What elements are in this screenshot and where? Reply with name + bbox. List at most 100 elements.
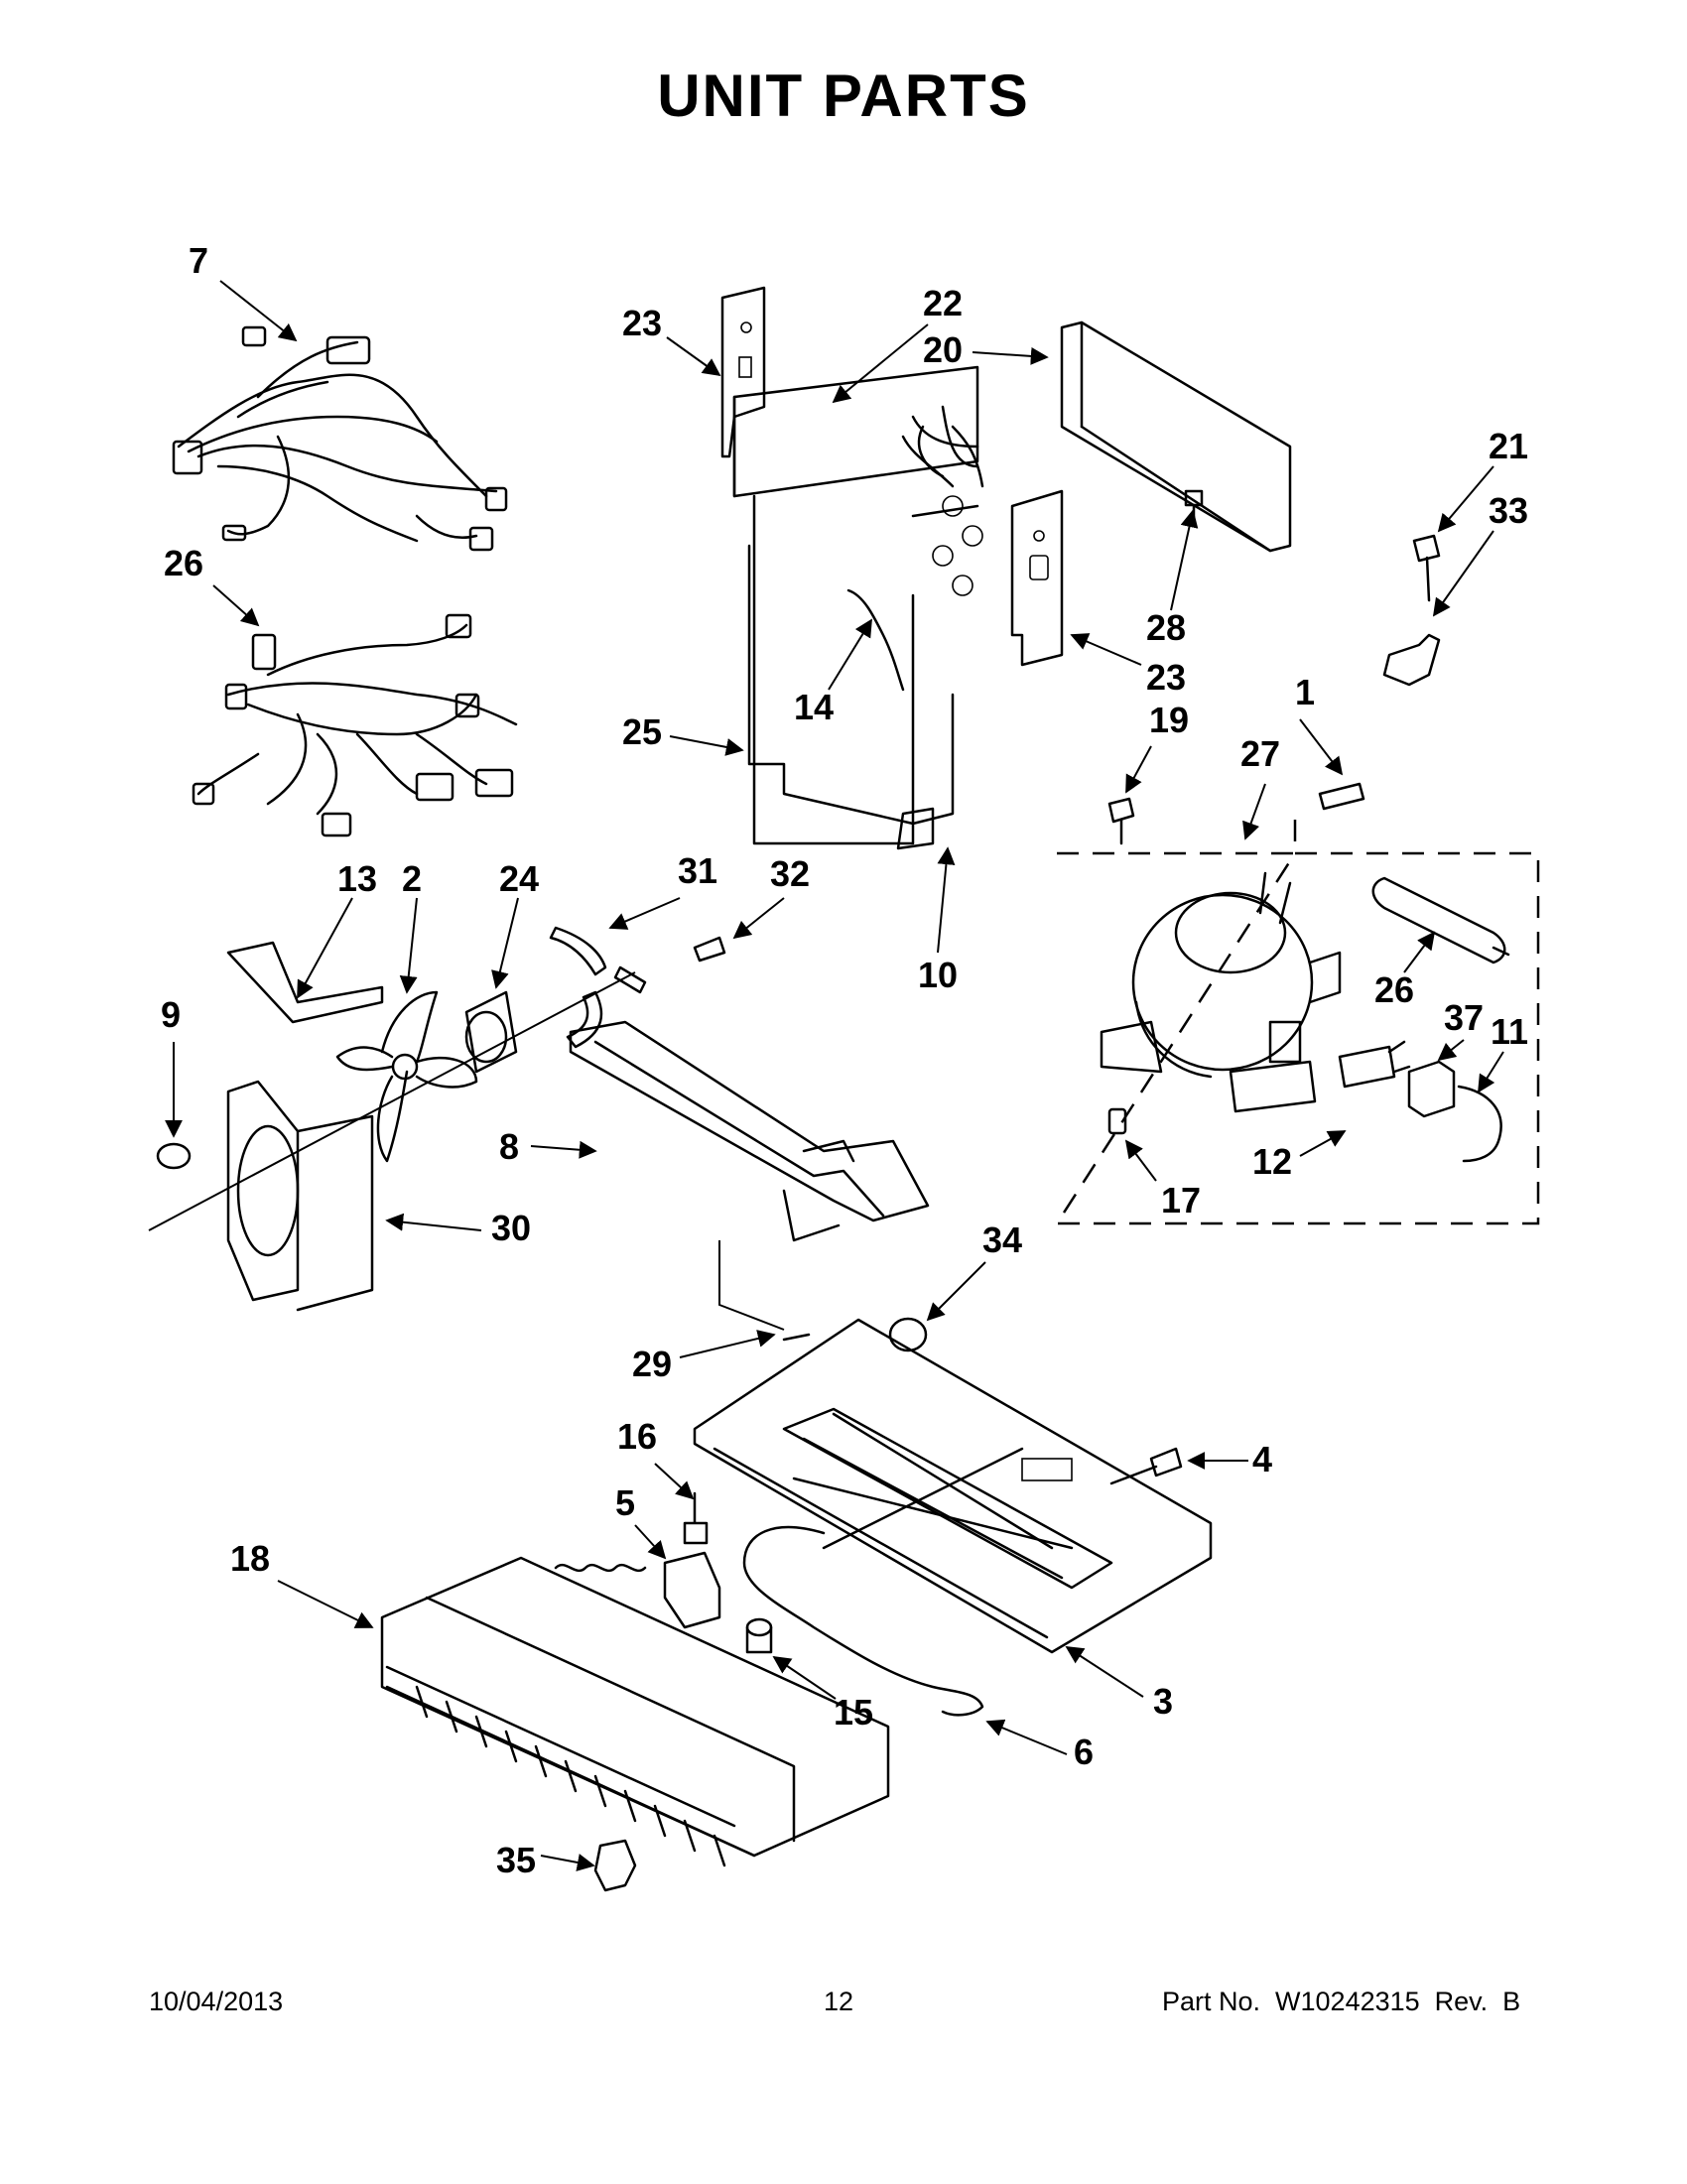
callout-label-1: 1 xyxy=(1295,672,1315,712)
clip-34 xyxy=(1382,633,1441,687)
evaporator-tube-25 xyxy=(747,544,955,826)
callout-label-32: 31 xyxy=(678,850,717,891)
callout-label-36: 35 xyxy=(496,1840,536,1880)
callout-label-37: 37 xyxy=(1444,997,1484,1038)
callout-label-15: 15 xyxy=(834,1692,873,1733)
callout-23-left: 23 xyxy=(622,303,721,377)
callout-19: 19 xyxy=(1125,700,1189,794)
callout-14: 14 xyxy=(794,618,872,727)
bumper-9 xyxy=(156,1142,192,1170)
callout-label-7: 7 xyxy=(189,240,208,281)
screw-19 xyxy=(1107,797,1135,845)
callout-label-27: 26 xyxy=(1374,969,1414,1010)
callout-label-21: 21 xyxy=(1489,426,1528,466)
cord-11 xyxy=(1457,1085,1502,1163)
callout-33: 32 xyxy=(732,853,810,940)
drain-tube-10 xyxy=(896,807,935,850)
callout-32: 31 xyxy=(608,850,717,930)
screw-1 xyxy=(1318,782,1365,811)
callout-label-6: 6 xyxy=(1074,1732,1094,1772)
callout-3: 3 xyxy=(1065,1646,1173,1722)
callout-label-17: 17 xyxy=(1161,1180,1201,1220)
callout-13: 13 xyxy=(297,858,377,999)
screw-16 xyxy=(683,1491,709,1545)
callout-label-22: 22 xyxy=(923,283,963,323)
callout-15: 15 xyxy=(772,1655,873,1733)
wire-harness-7 xyxy=(172,325,508,552)
bracket-left-23 xyxy=(720,286,766,458)
bracket-right-23 xyxy=(1010,489,1064,667)
callout-label-35: 34 xyxy=(982,1220,1022,1260)
thermistor-14 xyxy=(846,588,905,692)
callout-20: 20 xyxy=(923,329,1049,370)
screw-4 xyxy=(1109,1447,1183,1485)
screw-33 xyxy=(693,936,726,963)
callout-label-16: 16 xyxy=(617,1416,657,1457)
base-plate-3 xyxy=(693,1318,1213,1654)
callout-label-30: 29 xyxy=(632,1344,672,1384)
connector-35 xyxy=(888,1317,928,1352)
callout-34: 33 xyxy=(1432,490,1528,617)
callout-29: 28 xyxy=(1146,509,1199,648)
callout-label-18: 18 xyxy=(230,1538,270,1579)
clip-36 xyxy=(593,1839,637,1892)
callout-26: 26 xyxy=(164,543,260,627)
drier-27 xyxy=(1371,876,1510,964)
callout-label-9: 9 xyxy=(161,994,181,1035)
callout-label-20: 20 xyxy=(923,329,963,370)
wire-harness-26 xyxy=(192,613,518,837)
callout-5: 5 xyxy=(615,1482,667,1560)
condenser-18 xyxy=(380,1556,890,1867)
page-title: UNIT PARTS xyxy=(657,63,1030,129)
callout-label-28: 27 xyxy=(1240,733,1280,774)
callout-2: 2 xyxy=(399,858,422,994)
callout-25: 25 xyxy=(622,711,744,756)
motor-grommets-32 xyxy=(549,926,647,1049)
grommet-17 xyxy=(1107,1107,1127,1135)
callout-label-12: 12 xyxy=(1252,1141,1292,1182)
callout-36: 35 xyxy=(496,1840,595,1880)
evaporator-22 xyxy=(732,365,984,845)
callout-30: 29 xyxy=(632,1330,776,1384)
connector-30 xyxy=(782,1333,811,1342)
gasket-13 xyxy=(226,941,384,1024)
compressor-28 xyxy=(1100,871,1342,1113)
callout-12: 12 xyxy=(1252,1130,1347,1182)
callout-4: 4 xyxy=(1187,1439,1272,1479)
callout-37: 37 xyxy=(1437,997,1484,1062)
drain-pan-8 xyxy=(569,1020,930,1242)
footer-date: 10/04/2013 xyxy=(149,1987,284,2016)
callout-label-19: 19 xyxy=(1149,700,1189,740)
fan-blade-2 xyxy=(335,990,478,1163)
callout-label-5: 5 xyxy=(615,1482,635,1523)
screw-21 xyxy=(1412,534,1441,602)
callout-6: 6 xyxy=(985,1719,1094,1772)
callout-31: 30 xyxy=(385,1208,531,1248)
overload-12 xyxy=(1338,1040,1411,1089)
callout-label-2: 2 xyxy=(402,858,422,899)
callout-9: 9 xyxy=(161,994,183,1138)
compressor-kit-box-28 xyxy=(1054,819,1540,1225)
callout-label-23-right: 23 xyxy=(1146,657,1186,698)
callout-label-23-left: 23 xyxy=(622,303,662,343)
callout-label-13: 13 xyxy=(337,858,377,899)
block-5 xyxy=(663,1551,721,1629)
callout-label-14: 14 xyxy=(794,687,834,727)
callout-23-right: 23 xyxy=(1070,633,1186,698)
callout-label-8: 8 xyxy=(499,1126,519,1167)
callout-label-10: 10 xyxy=(918,955,958,995)
callout-label-4: 4 xyxy=(1252,1439,1272,1479)
cover-20 xyxy=(1060,321,1292,553)
callout-22: 22 xyxy=(832,283,963,404)
callout-11: 11 xyxy=(1478,1011,1528,1093)
footer-part-number: Part No. W10242315 Rev. B xyxy=(1162,1987,1521,2016)
fan-shroud-31 xyxy=(226,1080,374,1312)
callout-label-3: 3 xyxy=(1153,1681,1173,1722)
callout-label-11: 11 xyxy=(1491,1011,1528,1052)
callout-label-34: 33 xyxy=(1489,490,1528,531)
callout-7: 7 xyxy=(189,240,298,342)
spacer-15 xyxy=(745,1617,773,1654)
callout-27: 26 xyxy=(1374,931,1436,1010)
callout-label-24: 24 xyxy=(499,858,539,899)
callout-17: 17 xyxy=(1124,1139,1201,1220)
